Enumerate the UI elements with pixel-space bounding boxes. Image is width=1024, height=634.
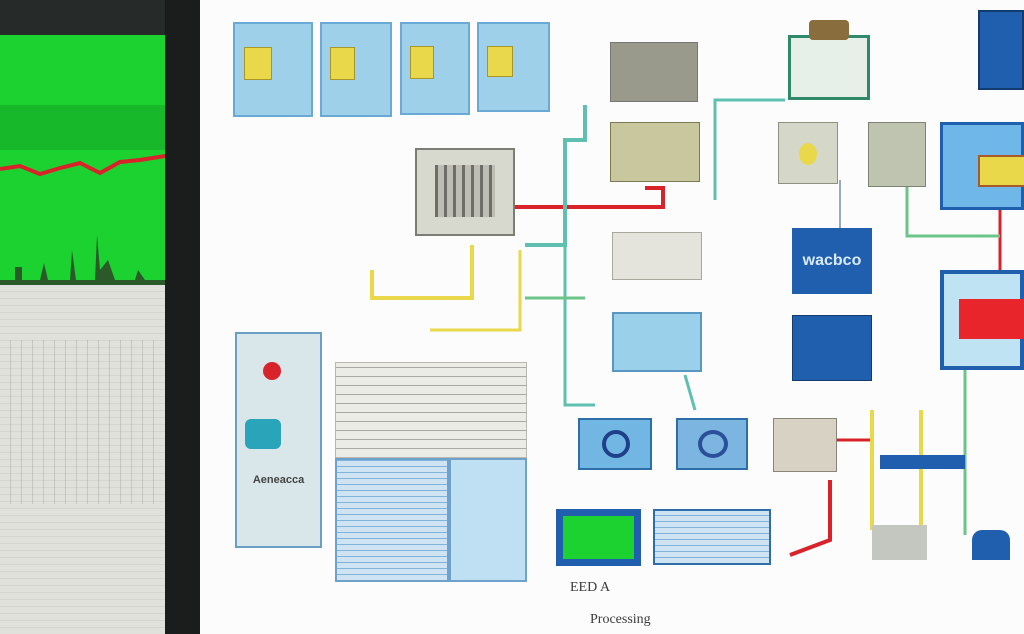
module-thumbnail-1[interactable] (233, 22, 313, 117)
footer-text: Processing (590, 612, 651, 627)
teal-wire (525, 105, 587, 247)
sensor-module[interactable] (612, 232, 702, 280)
schematic-canvas[interactable]: wacbco Aeneacca EED A Processing (200, 0, 1024, 634)
yellow-indicator-icon (799, 143, 817, 165)
alarm-indicator (959, 299, 1024, 339)
dome-icon (972, 530, 1010, 560)
teal-wire-c (713, 98, 785, 200)
relay-module[interactable] (773, 418, 837, 472)
document-table[interactable] (335, 362, 527, 458)
plot-silhouette (0, 235, 165, 285)
signal-trace (0, 154, 165, 177)
data-table-columns (0, 340, 160, 504)
green-wire-b (905, 180, 1000, 238)
pump-icon (602, 430, 630, 458)
red-wire (515, 186, 665, 209)
tank-icon (245, 419, 281, 449)
green-display (563, 516, 634, 559)
corner-panel[interactable] (978, 10, 1024, 90)
monitor-module[interactable] (788, 20, 870, 100)
pump-module-2[interactable] (676, 418, 748, 470)
wiring-layer (370, 98, 1002, 557)
gray-module[interactable] (610, 42, 698, 102)
panel-display (978, 155, 1024, 187)
indicator-module[interactable] (778, 122, 838, 184)
signal-plot[interactable] (0, 35, 165, 285)
module-thumbnail-4[interactable] (477, 22, 550, 112)
gauge-module[interactable] (868, 122, 926, 187)
flow-module[interactable] (612, 312, 702, 372)
side-panel-label: Aeneacca (252, 474, 305, 486)
red-wire-lower (789, 480, 832, 557)
panel-divider[interactable] (165, 0, 200, 634)
module-thumbnail-2[interactable] (320, 22, 392, 117)
grid-table-right[interactable] (449, 458, 527, 582)
module-thumbnail-3[interactable] (400, 22, 470, 115)
yellow-wire-b (430, 250, 522, 332)
teal-wire-b (563, 245, 595, 407)
side-panel[interactable]: Aeneacca (235, 332, 322, 548)
left-panel-header (0, 0, 165, 35)
teal-wire-d (683, 374, 697, 411)
device-grille (435, 165, 495, 217)
monitor-icon (809, 20, 849, 40)
pump-module-1[interactable] (578, 418, 652, 470)
map-module[interactable] (610, 122, 700, 182)
line-plot-icon (0, 154, 165, 285)
machinery-block (872, 525, 927, 560)
grid-table-left[interactable] (335, 458, 449, 582)
central-device[interactable] (415, 148, 515, 236)
green-display-frame[interactable] (556, 509, 641, 566)
yellow-wire (370, 245, 474, 300)
label-module-a-text: wacbco (802, 252, 862, 269)
control-panel[interactable] (940, 122, 1024, 210)
bottom-label: EED A (570, 580, 611, 595)
bus-bar (880, 455, 965, 469)
pump-icon-2 (698, 430, 728, 458)
blue-switch-module[interactable] (792, 315, 872, 381)
data-table-area (0, 285, 165, 634)
plot-band (0, 105, 165, 150)
label-module-a[interactable]: wacbco (792, 228, 872, 294)
alarm-panel[interactable] (940, 270, 1024, 370)
readout-grid[interactable] (653, 509, 771, 565)
status-dot-icon (263, 362, 281, 380)
left-side-panel (0, 0, 172, 634)
